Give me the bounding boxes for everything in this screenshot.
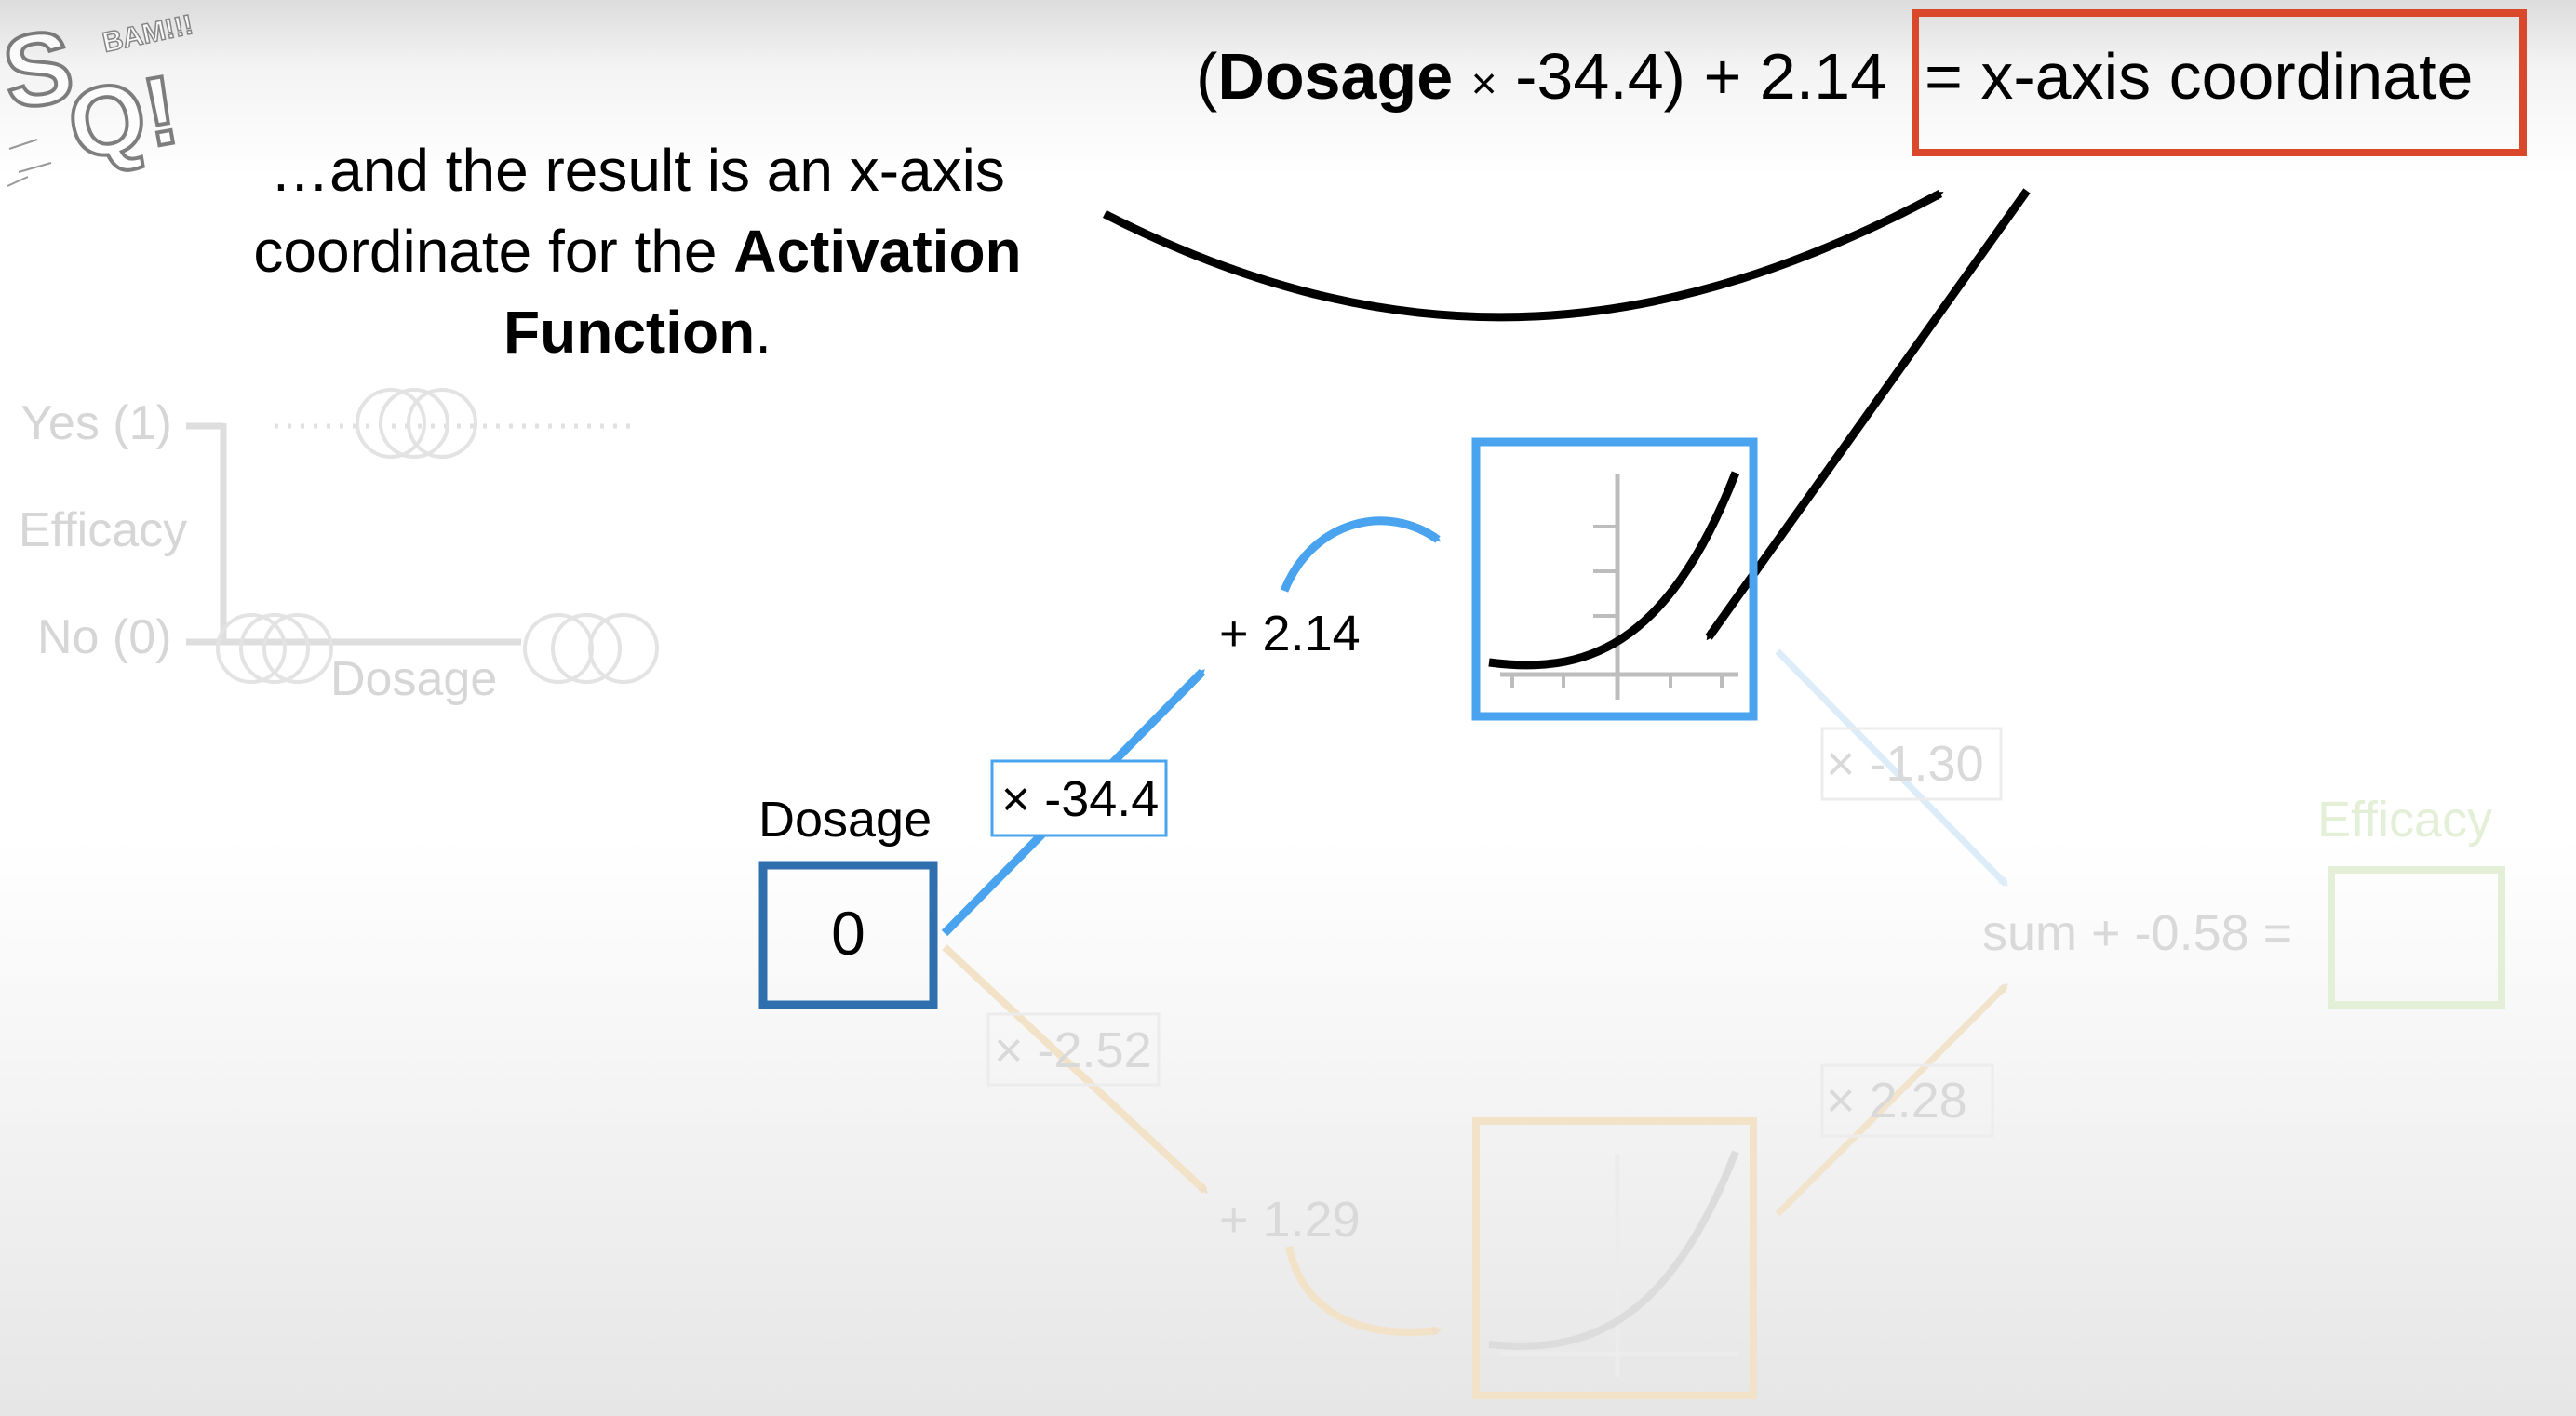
caption-line-2: coordinate for the Activation [181,211,1093,292]
top-bias-label: + 2.14 [1219,606,1361,661]
equation-weight: -34.4) [1515,40,1685,113]
dosage-axis-label: Dosage [330,652,498,706]
coordinate-to-curve-arrow [1705,188,2031,641]
output-label: Efficacy [2317,792,2493,848]
top-activation-function [1471,437,1758,721]
dosage-input-box [758,861,938,1009]
caption-activation-word: Activation [733,218,1022,285]
efficacy-axis-label: Efficacy [19,503,188,557]
equation-dosage: Dosage [1217,40,1454,113]
faded-bottom-path [942,648,2505,1399]
input-label: Dosage [758,792,932,848]
caption-to-equation-arrow [1102,190,1944,322]
caption-line-1: …and the result is an x-axis [270,137,1005,204]
caption: …and the result is an x-axis coordinate … [181,130,1093,373]
svg-text:BAM!!!: BAM!!! [100,9,195,59]
sum-label: sum + -0.58 = [1982,905,2293,961]
statquest-logo: S Q! BAM!!! [0,7,196,187]
top-weight-box [990,759,1168,837]
yes-label: Yes (1) [20,396,172,450]
bottom-bias-label: + 1.29 [1219,1192,1361,1248]
bottom-weight-label: × -2.52 [994,1022,1152,1078]
equation-bias: + 2.14 [1703,40,1887,113]
caption-function-word: Function [503,299,756,366]
top-weight-text: × -34.4 [1000,771,1160,827]
caption-line-2-prefix: coordinate for the [253,218,734,285]
equation-times: × [1470,60,1497,109]
svg-text:Q!: Q! [60,55,186,180]
no-label: No (0) [37,610,172,664]
equation-open-paren: ( [1196,40,1218,113]
equation: (Dosage × -34.4) + 2.14 [1196,37,1886,124]
caption-line-3: Function. [181,292,1093,373]
bias-to-activation-arrow [1280,516,1442,593]
x-axis-coordinate-highlight-box [1912,9,2527,156]
top-weight-label: × -34.4 [994,770,1166,828]
background-scatter-plot [186,388,659,684]
input-value: 0 [831,899,865,968]
top-output-weight-label: × -1.30 [1826,736,1984,792]
bottom-output-weight-label: × 2.28 [1826,1073,1967,1129]
equation-result: = x-axis coordinate [1925,40,2474,113]
caption-period: . [755,299,771,366]
